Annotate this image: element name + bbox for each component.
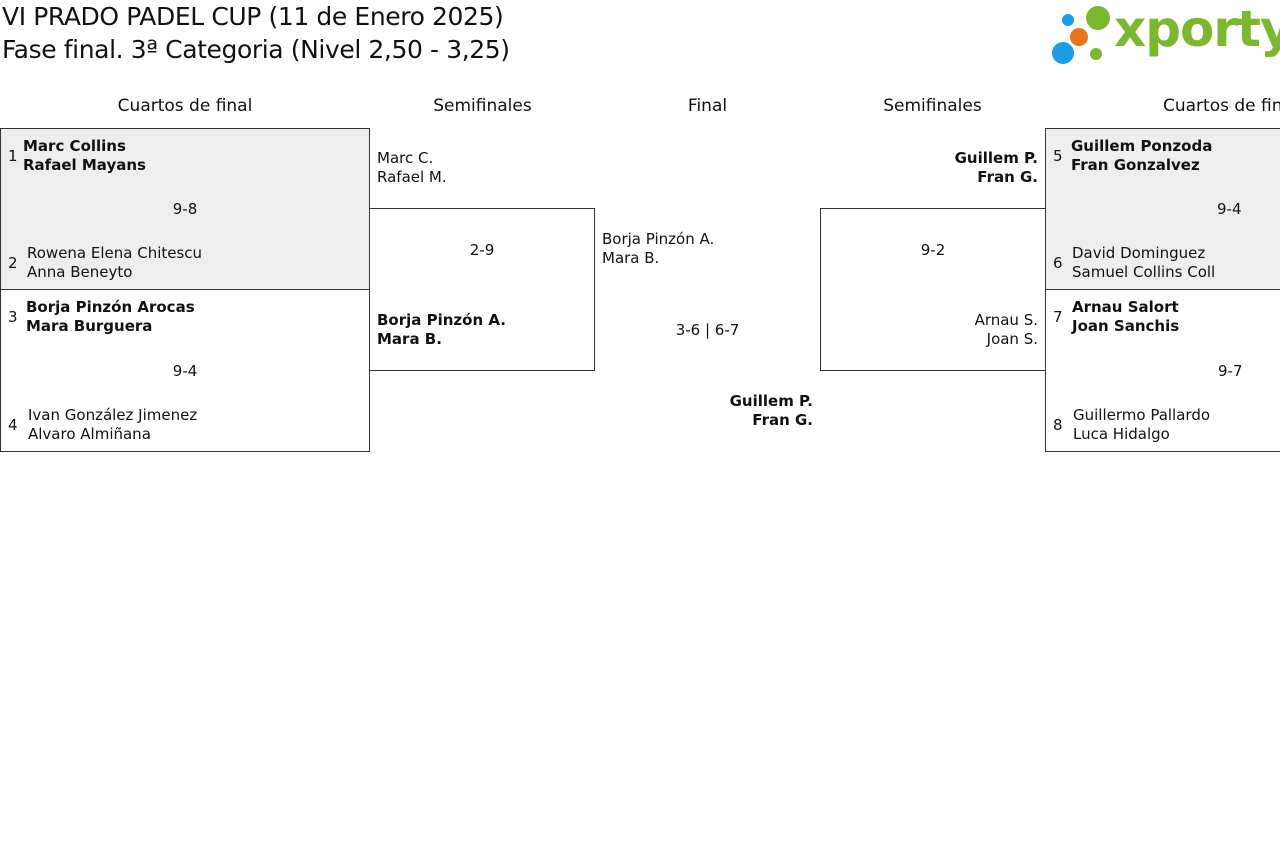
seed-number: 8 xyxy=(1053,416,1063,434)
round-header-left-quarters: Cuartos de final xyxy=(117,96,253,116)
page-subtitle: Fase final. 3ª Categoria (Nivel 2,50 - 3… xyxy=(2,35,510,64)
seed-number: 7 xyxy=(1053,308,1063,326)
match-score: 9-4 xyxy=(172,362,198,380)
seed-number: 4 xyxy=(8,416,18,434)
final-score: 3-6 | 6-7 xyxy=(675,321,740,339)
match-score: 2-9 xyxy=(469,241,495,259)
seed-number: 5 xyxy=(1053,147,1063,165)
page-title: VI PRADO PADEL CUP (11 de Enero 2025) xyxy=(2,2,504,31)
match-score: 9-8 xyxy=(172,200,198,218)
final-right-team: Guillem P.Fran G. xyxy=(729,392,813,429)
match-score: 9-7 xyxy=(1218,362,1243,380)
round-header-left-semis: Semifinales xyxy=(433,96,532,116)
seed-number: 3 xyxy=(8,308,18,326)
seed-number: 1 xyxy=(8,147,18,165)
logo-text: xporty xyxy=(1114,0,1280,58)
logo-dot-green xyxy=(1086,6,1110,30)
seed-number: 2 xyxy=(8,254,18,272)
team-name: Arnau S.Joan S. xyxy=(974,311,1038,348)
round-header-right-semis: Semifinales xyxy=(883,96,982,116)
round-header-final: Final xyxy=(687,96,728,116)
seed-number: 6 xyxy=(1053,254,1063,272)
match-score: 9-2 xyxy=(920,241,946,259)
xporty-logo[interactable]: xporty xyxy=(1050,0,1280,68)
left-semifinal-match[interactable]: 2-9 Borja Pinzón A.Mara B. xyxy=(369,208,595,371)
logo-dot-orange xyxy=(1070,28,1088,46)
match-score: 9-4 xyxy=(1217,200,1242,218)
right-semifinal-match[interactable]: 9-2 Arnau S.Joan S. xyxy=(820,208,1046,371)
round-header-right-quarters: Cuartos de final xyxy=(1163,96,1280,116)
semifinal-right-top-team: Guillem P.Fran G. xyxy=(954,149,1038,186)
final-left-team: Borja Pinzón A.Mara B. xyxy=(602,230,715,267)
logo-dot-green-small xyxy=(1090,48,1102,60)
semifinal-left-top-team: Marc C.Rafael M. xyxy=(377,149,447,186)
logo-dot-blue xyxy=(1052,42,1074,64)
logo-dot-blue-small xyxy=(1062,14,1074,26)
team-name: Borja Pinzón A.Mara B. xyxy=(377,311,506,348)
